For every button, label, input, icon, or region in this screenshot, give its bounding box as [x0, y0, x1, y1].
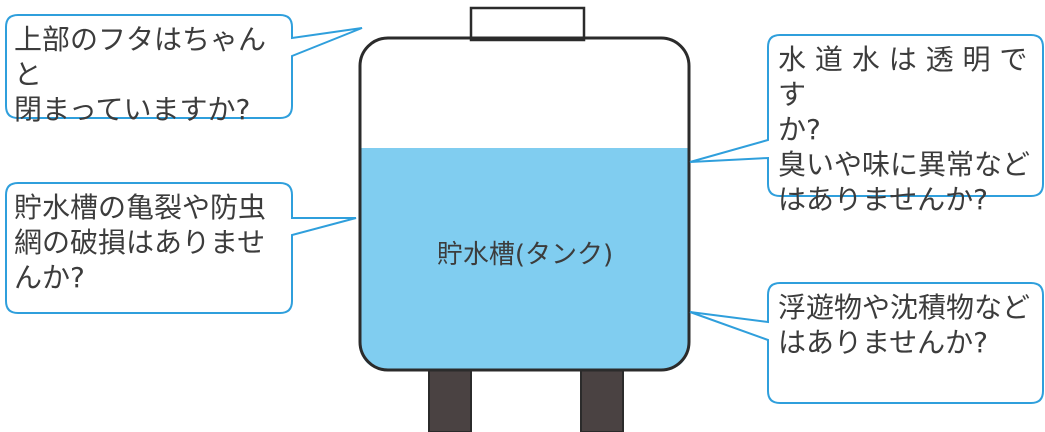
callout-text-clear: 水 道 水 は 透 明 で す か? 臭いや味に異常など はありませんか? [778, 43, 1031, 216]
tank-leg-left [428, 367, 472, 432]
callout-bubble-sediment [689, 282, 1044, 404]
callout-text-lid: 上部のフタはちゃんと 閉まっていますか? [14, 23, 267, 126]
callout-bubble-crack [5, 182, 357, 314]
callout-bubble-clear [689, 34, 1044, 197]
callout-bubble-lid [5, 14, 363, 119]
tank-body [358, 36, 691, 372]
callout-text-crack: 貯水槽の亀裂や防虫 網の破損はありませ んか? [14, 191, 267, 294]
tank-lid [469, 6, 586, 42]
tank-leg-right [580, 367, 624, 432]
tank-water [360, 148, 689, 370]
tank-label: 貯水槽(タンク) [436, 240, 614, 270]
callout-text-sediment: 浮遊物や沈積物など はありませんか? [778, 291, 1031, 359]
